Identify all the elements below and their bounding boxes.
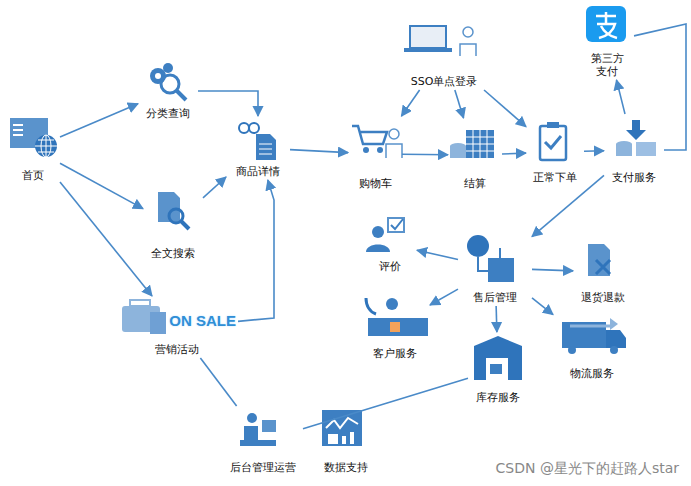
node-label: 商品详情	[234, 165, 282, 178]
node-label: 营销活动	[153, 343, 201, 356]
service-node: 结算	[450, 120, 500, 190]
node-label: SSO单点登录	[409, 75, 480, 88]
service-node: 全文搜索	[145, 190, 201, 260]
service-node: 库存服务	[470, 334, 526, 404]
node-label: 首页	[20, 169, 46, 182]
service-node: SSO单点登录	[402, 22, 486, 88]
flow-arrow	[502, 152, 526, 155]
node-label: 分类查询	[144, 107, 192, 120]
node-label: 第三方 支付	[585, 52, 629, 78]
node-label: 客户服务	[371, 347, 419, 360]
service-node: 支付服务	[606, 116, 662, 184]
node-label: 正常下单	[531, 171, 579, 184]
service-node: 退货退款	[575, 240, 631, 304]
node-label: 退货退款	[579, 291, 627, 304]
flow-arrow	[60, 104, 138, 137]
flow-arrow	[532, 269, 573, 271]
service-node: 商品详情	[228, 118, 288, 178]
node-label: 全文搜索	[149, 247, 197, 260]
flow-arrow	[617, 80, 626, 114]
node-label: 物流服务	[568, 367, 616, 380]
service-node: 首页	[8, 115, 58, 182]
flow-arrow	[198, 91, 258, 116]
flow-arrow	[200, 358, 236, 406]
flow-arrow	[584, 150, 604, 152]
node-label: 库存服务	[474, 391, 522, 404]
flow-arrow	[401, 90, 419, 116]
service-node: 第三方 支付	[582, 6, 632, 78]
flow-arrow	[532, 298, 553, 315]
flow-arrow	[203, 177, 226, 198]
flow-arrow	[402, 153, 448, 155]
flow-arrow	[430, 289, 458, 305]
flow-arrow	[60, 163, 143, 208]
service-node: ON SALE 营销活动	[118, 298, 236, 356]
flow-arrow	[484, 90, 526, 127]
service-node: 购物车	[350, 118, 400, 190]
service-node: 后台管理运营	[225, 408, 301, 474]
flow-arrow	[303, 378, 468, 429]
node-label: 支付服务	[610, 171, 658, 184]
flow-arrow	[238, 180, 274, 321]
flow-arrow	[417, 250, 458, 259]
watermark: CSDN @星光下的赶路人star	[496, 460, 679, 478]
flow-arrow	[60, 182, 152, 296]
service-node: 数据支持	[318, 408, 374, 474]
service-node: 评价	[365, 215, 415, 273]
flow-arrow	[634, 24, 686, 150]
flow-arrow	[290, 150, 348, 153]
node-label: 评价	[377, 260, 403, 273]
node-label: 结算	[462, 177, 488, 190]
service-node: 客户服务	[362, 290, 428, 360]
node-label: 后台管理运营	[228, 461, 298, 474]
flow-arrow	[532, 175, 604, 236]
node-label: 购物车	[357, 177, 394, 190]
service-node: 正常下单	[528, 120, 582, 184]
node-label: 数据支持	[322, 461, 370, 474]
flow-arrow	[455, 90, 464, 118]
sale-banner: ON SALE	[169, 312, 236, 329]
service-node: 分类查询	[140, 62, 196, 120]
flow-arrow	[495, 306, 497, 332]
service-node: 售后管理	[460, 232, 530, 304]
node-label: 售后管理	[471, 291, 519, 304]
service-node: 物流服务	[555, 312, 629, 380]
